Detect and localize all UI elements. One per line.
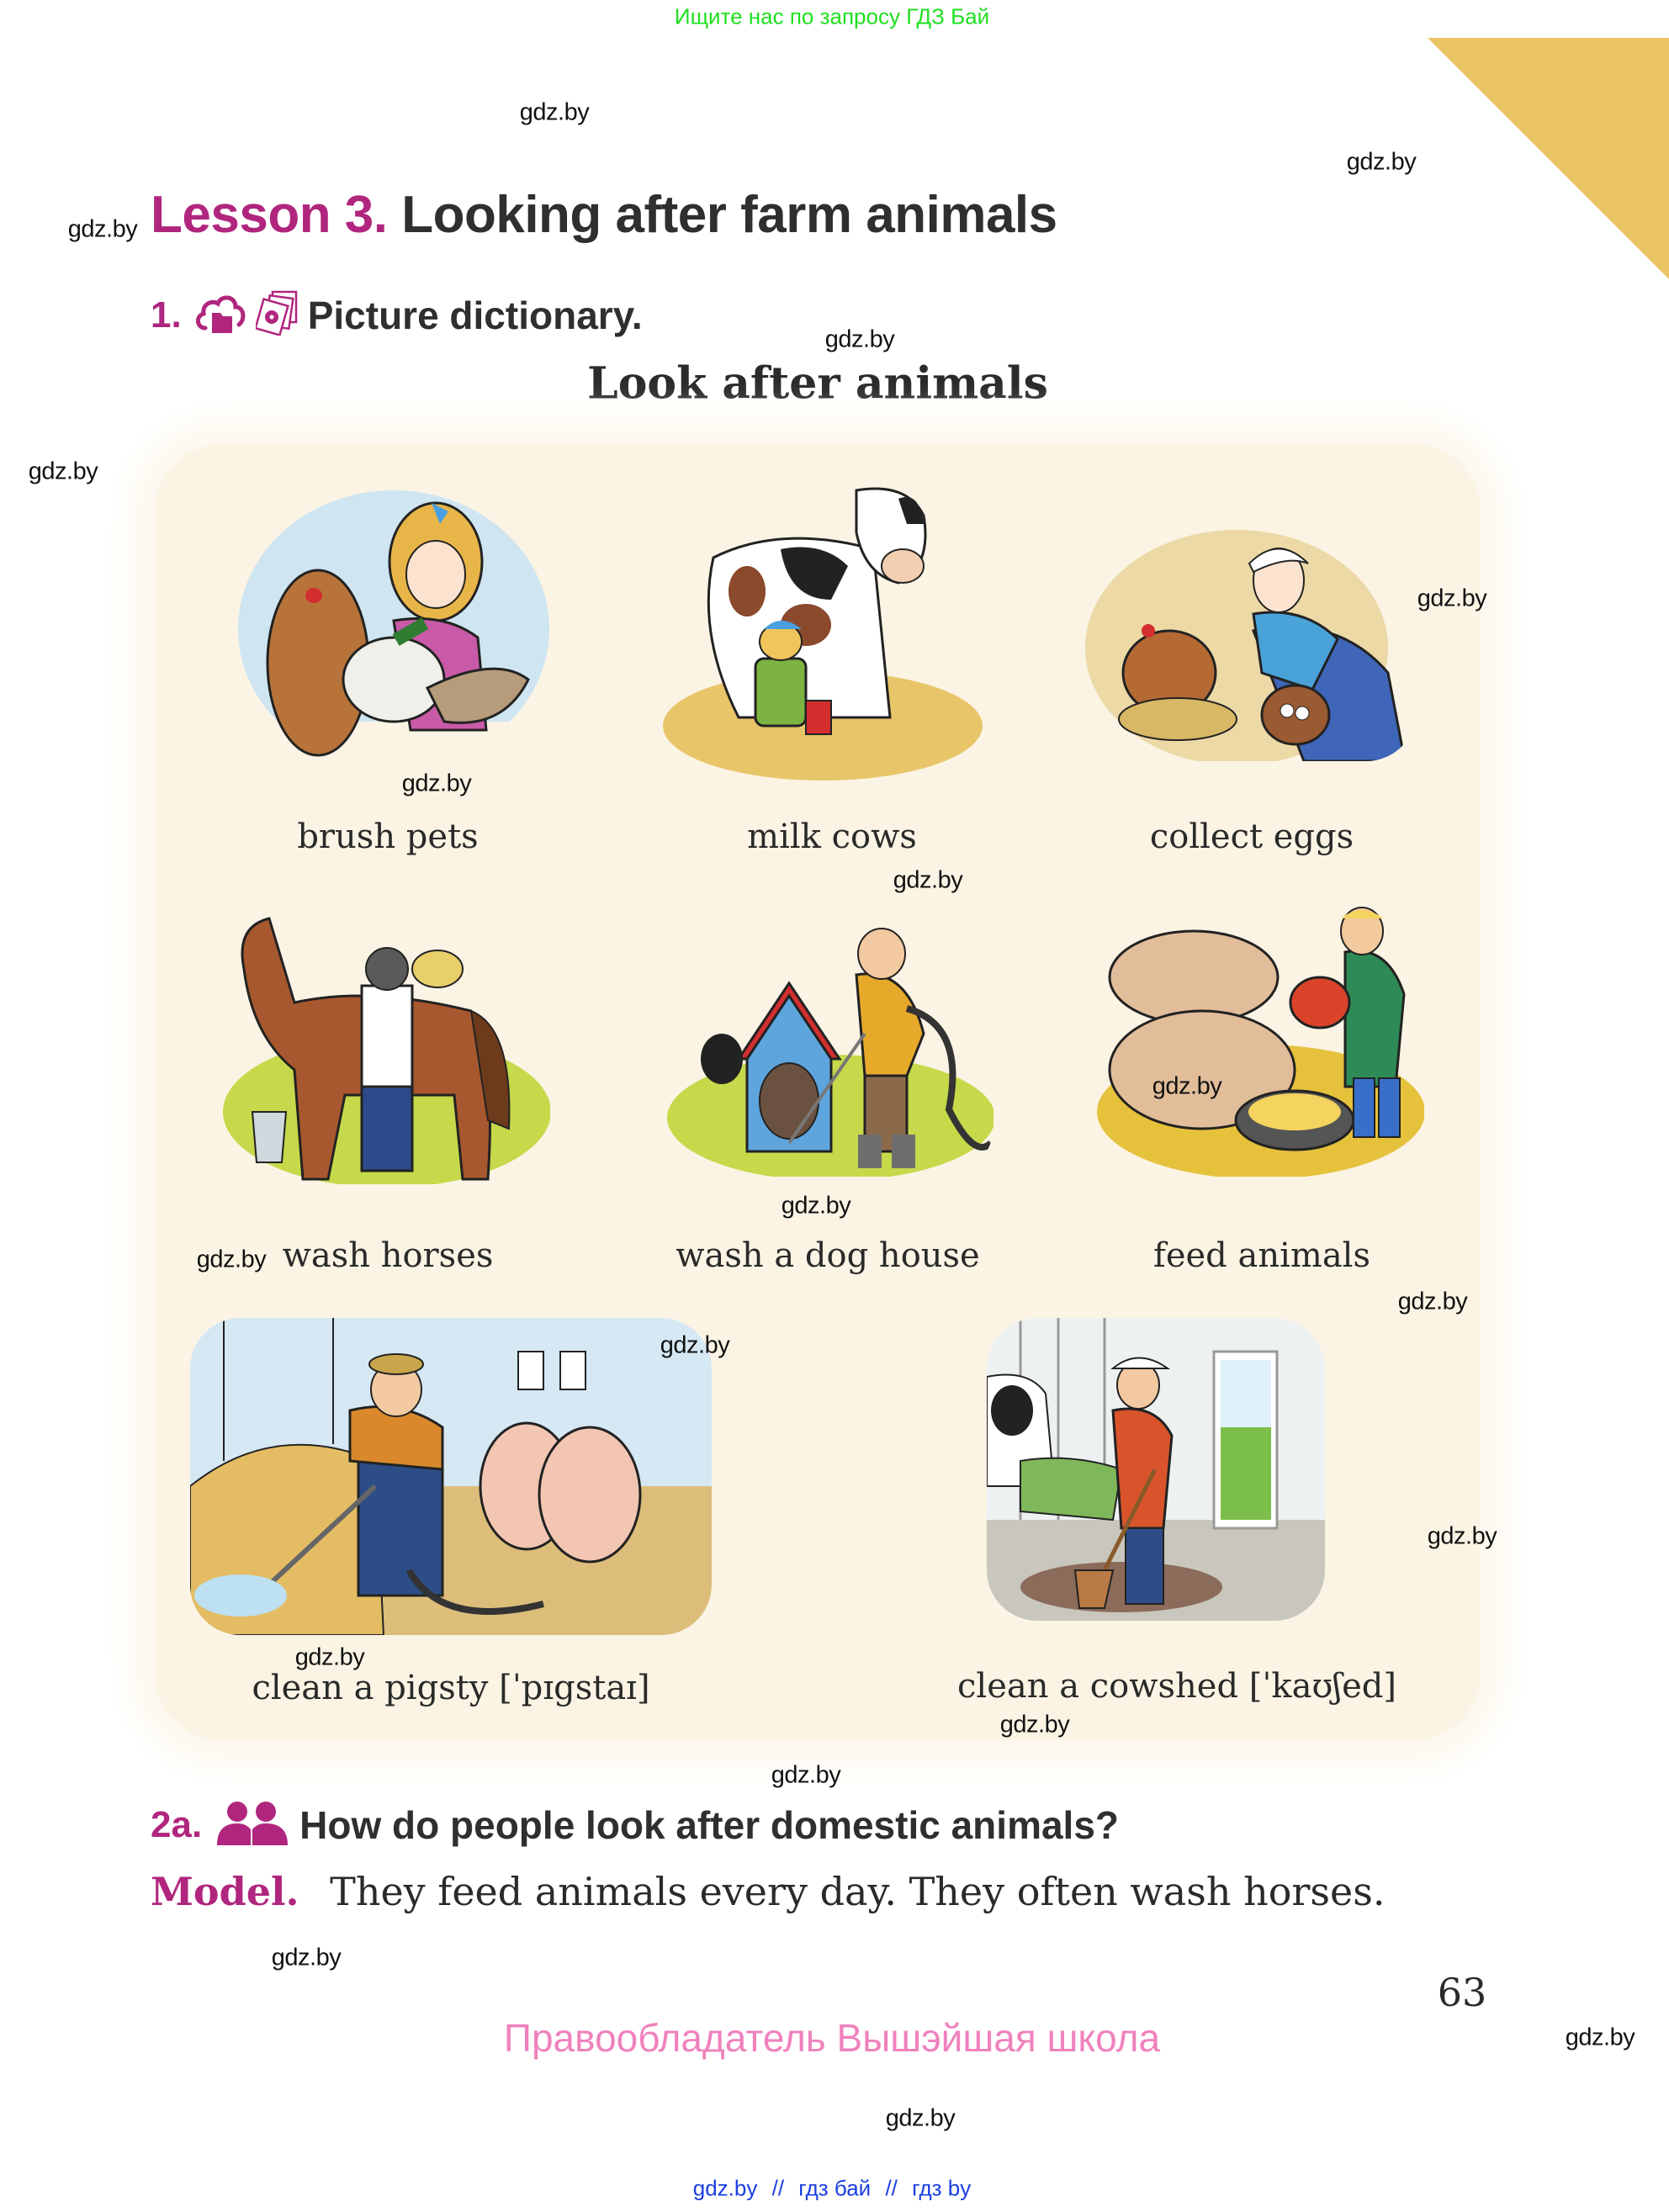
caption-milk-cows: milk cows [747,818,917,856]
pair-work-icon [214,1800,291,1850]
task-number: 1. [151,294,182,336]
caption-clean-cowshed: clean a cowshed [ˈkaʊʃed] [957,1667,1396,1706]
model-text: They feed animals every day. They often … [330,1869,1386,1914]
watermark: gdz.by [1427,1522,1497,1550]
watermark: gdz.by [1565,2024,1635,2051]
illustration-feed-animals [1093,902,1424,1177]
illustration-clean-pigsty [190,1318,712,1635]
watermark: gdz.by [885,2104,956,2132]
illustration-collect-eggs [1085,521,1417,761]
watermark: gdz.by [294,1643,365,1671]
search-hint-banner: Ищите нас по запросу ГДЗ Бай [674,3,990,29]
copyright-holder: Правообладатель Вышэйшая школа [503,2016,1161,2060]
task-number: 2a. [151,1803,203,1845]
footer-link-gdz-bai[interactable]: гдз бай [798,2175,872,2201]
watermark: gdz.by [1152,1072,1222,1100]
watermark: gdz.by [67,215,138,243]
caption-wash-horses: wash horses [282,1236,494,1275]
model-sentence: Model. They feed animals every day. They… [151,1869,1385,1914]
illustration-milk-cows [663,465,987,782]
watermark: gdz.by [1397,1288,1468,1315]
lesson-title: Lesson 3. Looking after farm animals [151,185,1057,245]
watermark: gdz.by [660,1331,730,1359]
lesson-number: Lesson 3. [151,186,388,244]
watermark: gdz.by [1417,585,1487,612]
footer-separator: // [771,2175,785,2201]
watermark: gdz.by [271,1944,342,1971]
corner-decoration [1428,38,1669,279]
caption-wash-dog-house: wash a dog house [676,1236,980,1275]
footer-links: gdz.by // гдз бай // гдз by [693,2176,971,2202]
watermark: gdz.by [401,770,472,797]
watermark: gdz.by [1346,148,1417,176]
watermark: gdz.by [519,98,590,126]
footer-link-gdz-by-cyr[interactable]: гдз by [912,2175,972,2201]
model-label: Model. [151,1869,299,1914]
footer-separator: // [885,2175,898,2201]
watermark: gdz.by [781,1192,851,1220]
page-number: 63 [1437,1970,1487,2015]
watermark: gdz.by [771,1761,841,1789]
cloud-folder-icon [193,291,247,339]
task-1-heading: 1. Picture dictionary. [151,290,643,340]
caption-clean-pigsty: clean a pigsty [ˈpɪgstaɪ] [252,1669,650,1707]
watermark: gdz.by [28,458,98,485]
lesson-title-text: Looking after farm animals [401,186,1057,244]
footer-link-gdz-by[interactable]: gdz.by [692,2175,758,2201]
task-text: Picture dictionary. [307,293,643,337]
task-text: How do people look after domestic animal… [299,1802,1120,1847]
caption-collect-eggs: collect eggs [1149,818,1354,856]
section-title: Look after animals [587,357,1048,410]
caption-brush-pets: brush pets [297,818,479,856]
watermark: gdz.by [824,325,895,353]
illustration-clean-cowshed [987,1318,1325,1621]
watermark: gdz.by [196,1246,267,1273]
picture-cards-icon [253,290,299,340]
watermark: gdz.by [893,866,963,894]
caption-feed-animals: feed animals [1153,1236,1370,1275]
watermark: gdz.by [999,1711,1070,1738]
illustration-wash-dog-house [663,916,993,1177]
task-2a-heading: 2a. How do people look after domestic an… [151,1800,1119,1850]
illustration-wash-horses [219,902,550,1184]
illustration-brush-pets [225,486,557,768]
